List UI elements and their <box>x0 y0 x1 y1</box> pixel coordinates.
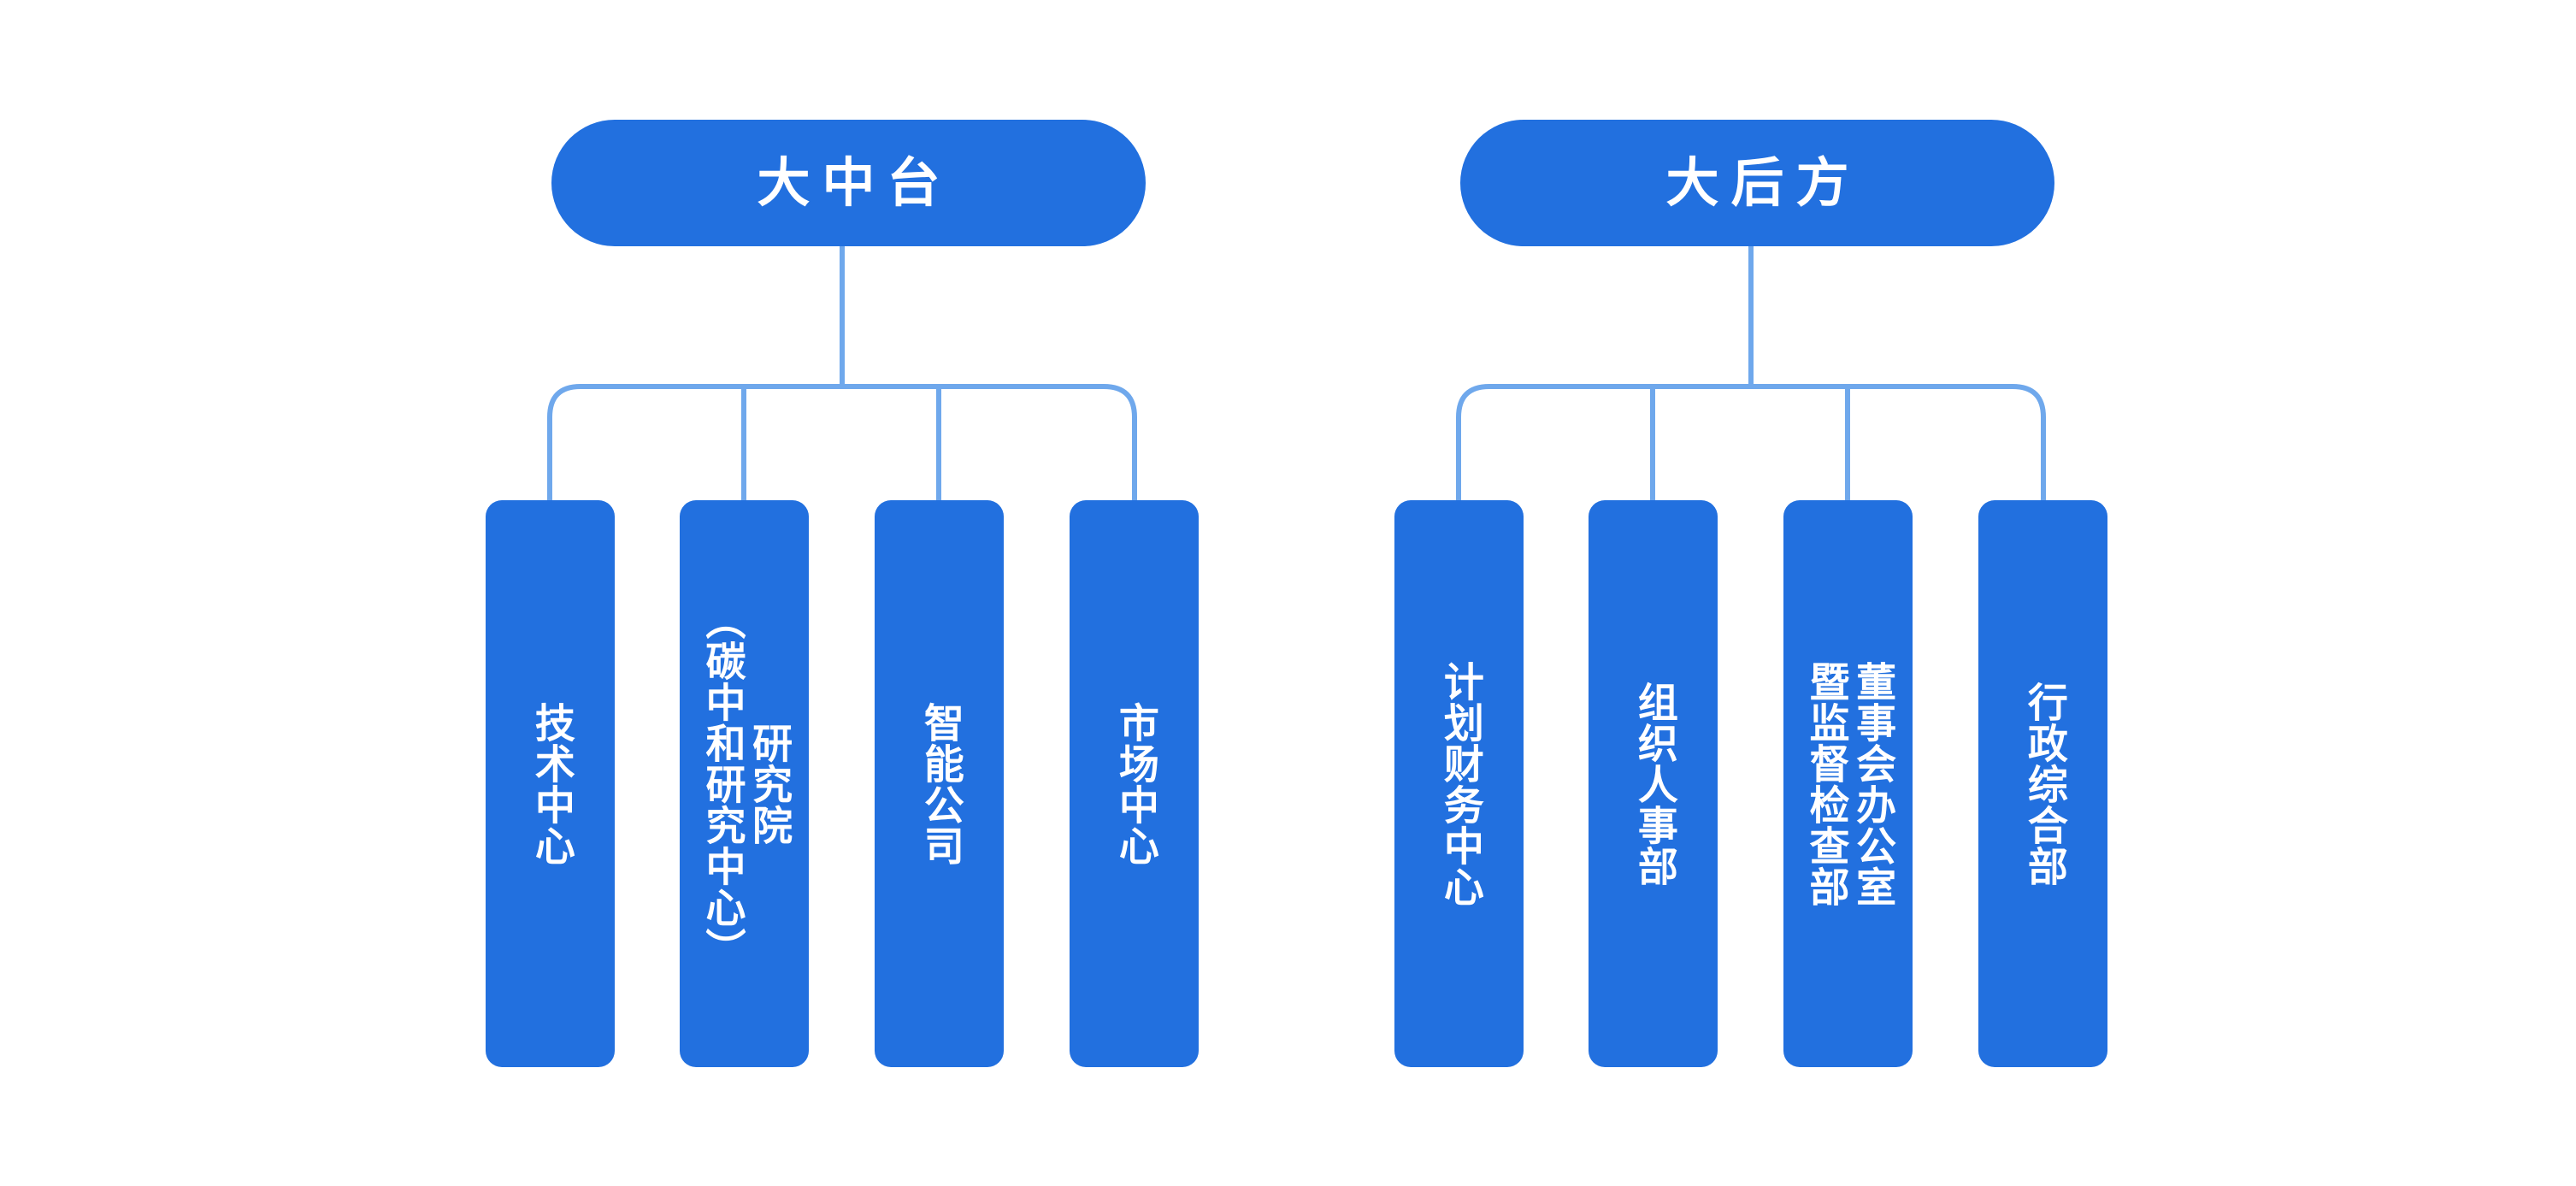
leaf-card-intelligent-company[interactable]: 智能公司 <box>875 500 1004 1067</box>
leaf-label-board-office-col2: 暨监督检查部 <box>1801 660 1849 907</box>
leaf-card-research-institute[interactable]: 研究院 （碳中和研究中心） <box>680 500 809 1067</box>
leaf-card-market-center[interactable]: 市场中心 <box>1070 500 1199 1067</box>
leaf-label-admin-department: 行政综合部 <box>2019 681 2067 887</box>
leaf-card-hr-department[interactable]: 组织人事部 <box>1589 500 1718 1067</box>
leaf-card-board-office[interactable]: 董事会办公室 暨监督检查部 <box>1783 500 1913 1067</box>
leaf-label-board-office-col1: 董事会办公室 <box>1848 660 1896 907</box>
root-node-rear-support[interactable]: 大后方 <box>1460 120 2054 246</box>
leaf-label-intelligent-company: 智能公司 <box>916 701 964 866</box>
leaf-card-tech-center[interactable]: 技术中心 <box>486 500 615 1067</box>
root-node-mid-platform[interactable]: 大中台 <box>551 120 1146 246</box>
leaf-label-hr-department: 组织人事部 <box>1630 681 1677 887</box>
leaf-label-research-institute-col2: （碳中和研究中心） <box>698 599 746 969</box>
leaf-label-tech-center: 技术中心 <box>527 701 575 866</box>
connector-bus-2 <box>1456 384 2046 500</box>
connector-group-mid-platform <box>547 246 1137 500</box>
leaf-card-admin-department[interactable]: 行政综合部 <box>1978 500 2107 1067</box>
leaf-card-finance-center[interactable]: 计划财务中心 <box>1394 500 1524 1067</box>
leaf-label-finance-center: 计划财务中心 <box>1435 660 1483 907</box>
connector-bus-1 <box>547 384 1137 500</box>
leaf-label-market-center: 市场中心 <box>1111 701 1158 866</box>
leaf-label-research-institute-col1: 研究院 <box>745 722 793 846</box>
connector-group-rear-support <box>1456 246 2046 500</box>
